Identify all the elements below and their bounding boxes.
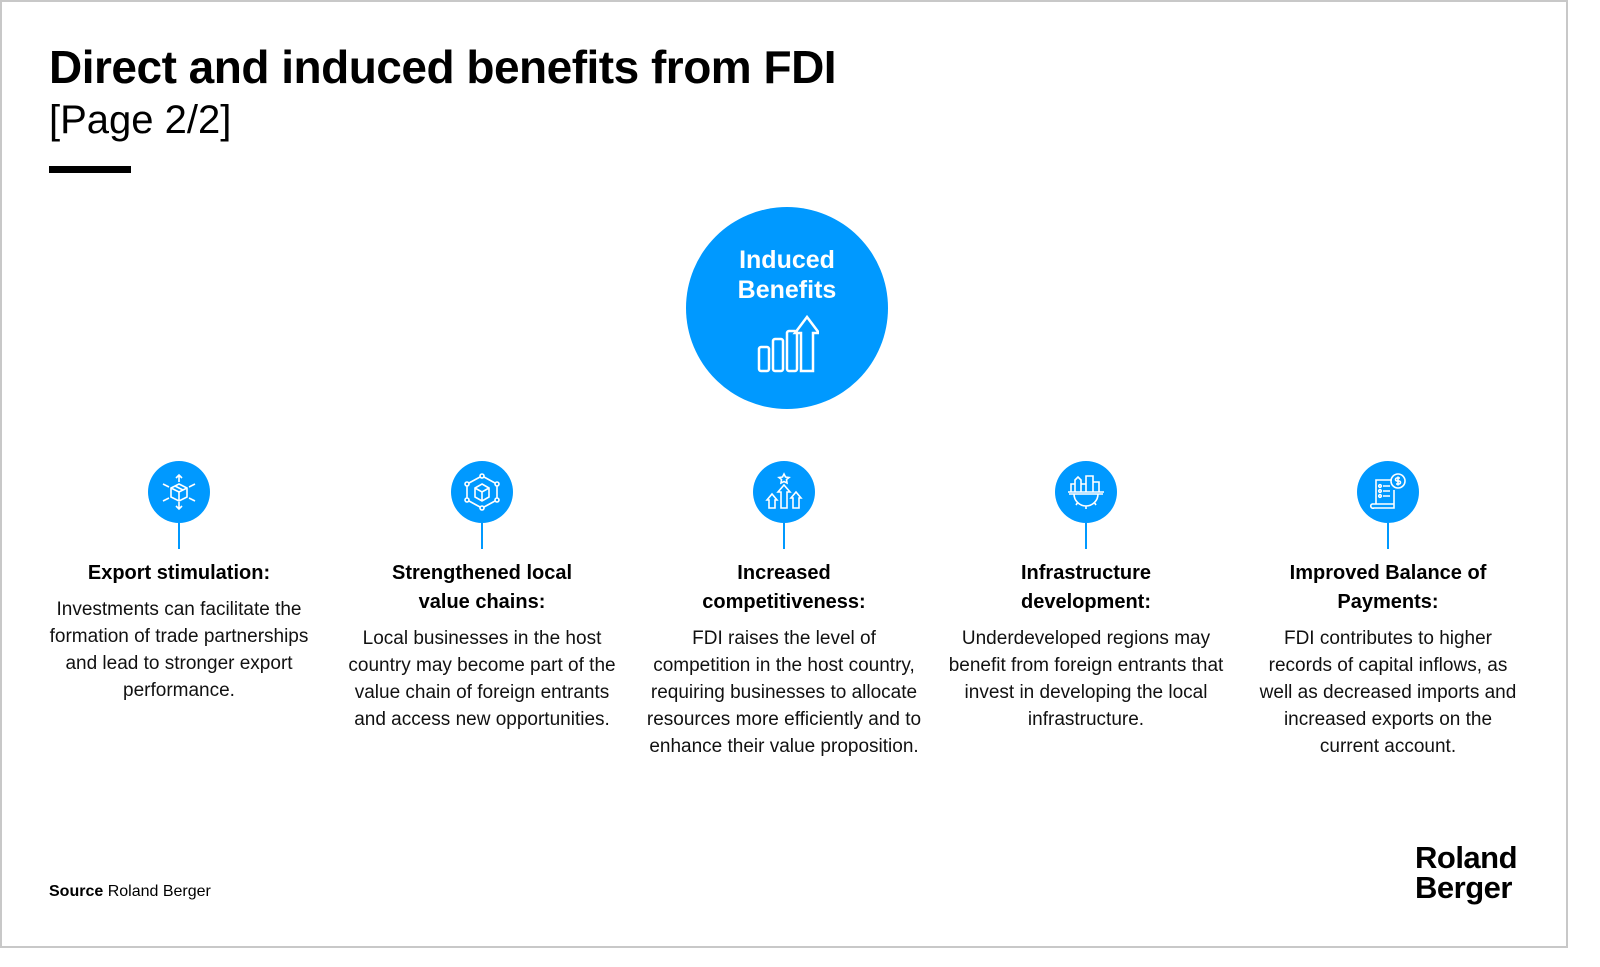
benefit-infrastructure: Infrastructure development: Underdevelop… xyxy=(946,461,1226,733)
bar-chart-growth-icon xyxy=(757,314,822,373)
induced-benefits-hub: Induced Benefits xyxy=(686,207,888,409)
hub-label: Induced Benefits xyxy=(686,245,888,305)
benefit-title: Export stimulation: xyxy=(87,562,271,584)
city-gear-icon xyxy=(1055,461,1117,523)
benefit-balance-of-payments: Improved Balance of Payments: FDI contri… xyxy=(1248,461,1528,760)
connector-line xyxy=(1387,523,1389,549)
hub-label-line1: Induced xyxy=(739,246,835,274)
benefit-competitiveness: Increased competitiveness: FDI raises th… xyxy=(644,461,924,760)
benefit-body: Investments can facilitate the formation… xyxy=(49,599,309,701)
roland-berger-logo: Roland Berger xyxy=(1415,840,1518,905)
source-label: Source xyxy=(49,883,104,900)
benefit-body: Underdeveloped regions may benefit from … xyxy=(948,628,1224,730)
page-title: Direct and induced benefits from FDI xyxy=(49,41,837,93)
source-note: Source Roland Berger xyxy=(49,883,211,901)
benefit-body: FDI raises the level of competition in t… xyxy=(646,628,922,757)
source-value: Roland Berger xyxy=(107,883,211,900)
receipt-dollar-icon xyxy=(1357,461,1419,523)
connector-line xyxy=(783,523,785,549)
benefit-title: Strengthened local value chains: xyxy=(391,562,573,613)
box-network-icon xyxy=(451,461,513,523)
logo-line2: Berger xyxy=(1415,870,1512,905)
page-frame xyxy=(0,0,1568,948)
title-underline xyxy=(49,166,131,173)
benefit-body: FDI contributes to higher records of cap… xyxy=(1259,628,1517,757)
hub-label-line2: Benefits xyxy=(737,276,837,304)
page-subtitle: [Page 2/2] xyxy=(49,98,232,142)
benefit-title: Improved Balance of Payments: xyxy=(1289,562,1487,613)
benefit-body: Local businesses in the host country may… xyxy=(348,628,616,730)
connector-line xyxy=(481,523,483,549)
benefit-export-stimulation: Export stimulation: Investments can faci… xyxy=(39,461,319,704)
logo-line1: Roland xyxy=(1415,840,1518,875)
connector-line xyxy=(178,523,180,549)
benefit-local-value-chains: Strengthened local value chains: Local b… xyxy=(342,461,622,733)
benefit-title: Infrastructure development: xyxy=(1020,562,1152,613)
box-export-arrows-icon xyxy=(148,461,210,523)
arrows-up-star-icon xyxy=(753,461,815,523)
benefit-title: Increased competitiveness: xyxy=(702,562,866,613)
connector-line xyxy=(1085,523,1087,549)
